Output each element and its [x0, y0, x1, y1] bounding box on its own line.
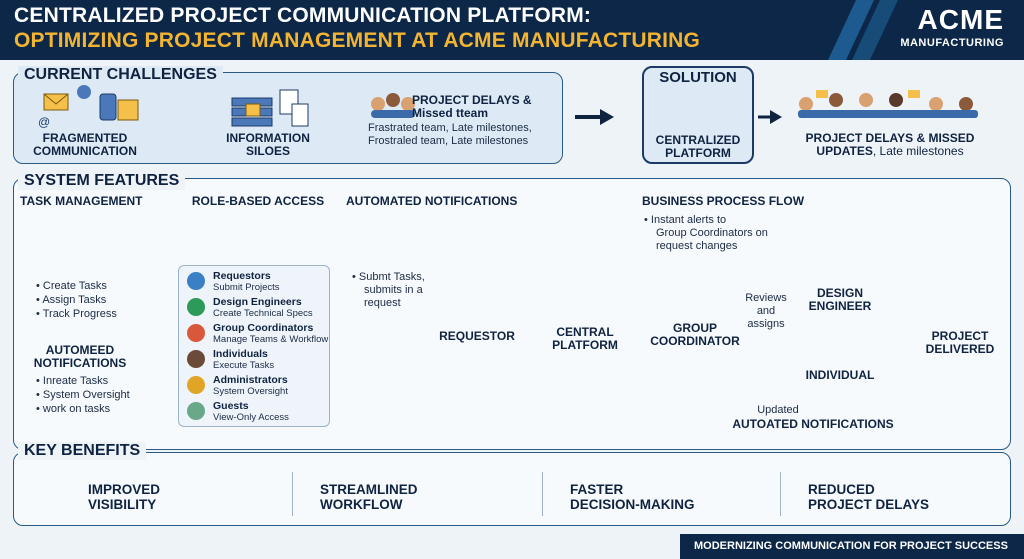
solution-label: CENTRALIZED PLATFORM	[655, 133, 741, 160]
benefit-decision: FASTER DECISION-MAKING	[570, 482, 695, 512]
role-access-heading: ROLE-BASED ACCESS	[191, 194, 325, 208]
divider	[542, 472, 543, 516]
challenge-delays-label: PROJECT DELAYS & Missed tteam	[412, 93, 532, 120]
automeed-item: • System Oversight	[36, 389, 130, 401]
challenge-delays-desc-2: Frostraled team, Late milestones	[368, 135, 529, 147]
benefit-workflow: STREAMLINED WORKFLOW	[320, 482, 418, 512]
task-item: • Track Progress	[36, 308, 117, 320]
challenge-delays-desc-1: Frastrated team, Late milestones,	[368, 122, 532, 134]
central-platform-label: CENTRAL PLATFORM	[552, 325, 618, 352]
automated-notifications-heading: AUTOMATED NOTIFICATIONS	[346, 194, 518, 208]
automeed-item: • work on tasks	[36, 403, 111, 415]
alert-note: request changes	[656, 240, 738, 252]
benefit-visibility: IMPROVED VISIBILITY	[88, 482, 161, 512]
footer-banner: MODERNIZING COMMUNICATION FOR PROJECT SU…	[680, 534, 1024, 559]
notification-item: submits in a	[364, 284, 423, 296]
arrow-to-outcome	[758, 110, 782, 124]
benefit-delays: REDUCED PROJECT DELAYS	[808, 482, 930, 512]
avatar	[187, 272, 205, 290]
avatar	[187, 376, 205, 394]
logo: ACME	[917, 4, 1004, 35]
benefits-heading: KEY BENEFITS	[18, 442, 147, 460]
task-item: • Assign Tasks	[36, 294, 107, 306]
task-management-heading: TASK MANAGEMENT	[20, 194, 143, 208]
updated-label: Updated	[757, 404, 799, 416]
collaborating-team-icon	[798, 90, 978, 118]
features-panel	[13, 178, 1011, 450]
divider	[292, 472, 293, 516]
individual-label: INDIVIDUAL	[805, 368, 875, 382]
coordinator-label: GROUP COORDINATOR	[650, 321, 740, 348]
page-title: CENTRALIZED PROJECT COMMUNICATION PLATFO…	[14, 4, 592, 27]
notification-item: request	[364, 297, 401, 309]
challenge-fragmented-label: FRAGMENTED COMMUNICATION	[33, 131, 137, 158]
features-heading: SYSTEM FEATURES	[18, 172, 186, 190]
solution-heading: SOLUTION	[659, 69, 737, 86]
benefits-panel	[13, 452, 1011, 526]
email-phone-icon: @	[38, 85, 139, 129]
requestor-label: REQUESTOR	[439, 329, 515, 343]
notification-item: • Submt Tasks,	[352, 271, 425, 283]
auto-notifications-label: AUTOATED NOTIFICATIONS	[732, 417, 894, 431]
challenge-siloes-label: INFORMATION SILOES	[226, 131, 310, 158]
avatar	[187, 298, 205, 316]
avatar	[187, 324, 205, 342]
svg-text:@: @	[38, 115, 50, 129]
automeed-item: • Inreate Tasks	[36, 375, 109, 387]
process-heading: BUSINESS PROCESS FLOW	[642, 194, 805, 208]
reviews-label: Reviews and assigns	[745, 292, 787, 330]
frustrated-team-icon	[371, 93, 415, 118]
arrow-to-solution	[575, 109, 614, 125]
avatar	[187, 402, 205, 420]
delivered-label: PROJECT DELIVERED	[925, 329, 995, 356]
header-banner: CENTRALIZED PROJECT COMMUNICATION PLATFO…	[0, 0, 1024, 60]
solution-box	[642, 66, 754, 164]
challenges-heading: CURRENT CHALLENGES	[18, 66, 223, 84]
avatar	[187, 350, 205, 368]
alert-note: Group Coordinators on	[656, 227, 768, 239]
automeed-heading: AUTOMEED NOTIFICATIONS	[33, 343, 127, 370]
solution-outcome-sub: UPDATES, Late milestones	[816, 144, 964, 158]
solution-outcome-label: PROJECT DELAYS & MISSED	[805, 131, 975, 145]
alert-note: • Instant alerts to	[644, 214, 727, 226]
divider	[780, 472, 781, 516]
task-item: • Create Tasks	[36, 280, 107, 292]
footer-text: MODERNIZING COMMUNICATION FOR PROJECT SU…	[694, 540, 1008, 552]
design-engineer-label: DESIGN ENGINEER	[808, 286, 872, 313]
page-subtitle: OPTIMIZING PROJECT MANAGEMENT AT ACME MA…	[14, 29, 701, 52]
logo-subtext: MANUFACTURING	[900, 37, 1004, 49]
locked-server-icon	[231, 89, 309, 127]
